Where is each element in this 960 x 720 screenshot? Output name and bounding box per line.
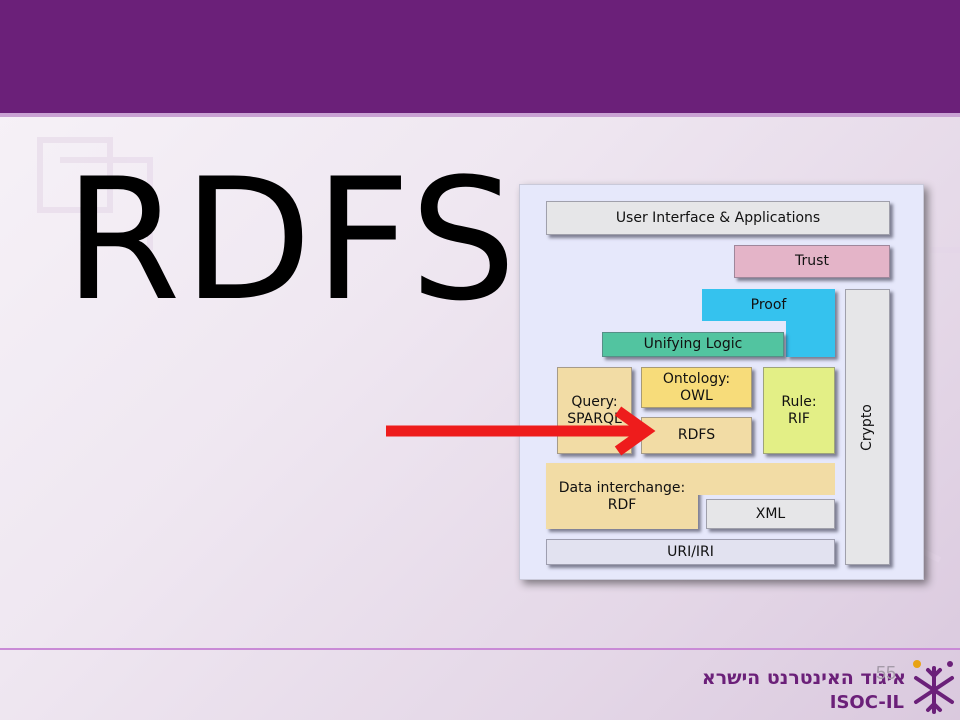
layer-trust: Trust (734, 245, 890, 278)
layer-rule: Rule: RIF (763, 367, 835, 454)
layer-data-interchange-label: Data interchange: RDF (546, 467, 698, 527)
logo-latin-text: ISOC-IL (829, 692, 904, 713)
layer-data-interchange (546, 463, 835, 495)
footer-divider (0, 648, 960, 650)
page-number: 55 (876, 663, 897, 683)
layer-unifying-logic: Unifying Logic (602, 332, 784, 357)
layer-rdfs: RDFS (641, 417, 752, 454)
layer-proof-label: Proof (750, 297, 787, 313)
layer-query: Query: SPARQL (557, 367, 632, 454)
logo-hebrew-text: איגוד האינטרנט הישראלי (702, 667, 906, 689)
layer-ontology-line2: OWL (680, 387, 713, 404)
layer-crypto: Crypto (845, 289, 890, 565)
layer-proof (702, 289, 835, 321)
layer-ontology: Ontology: OWL (641, 367, 752, 408)
layer-crypto-label: Crypto (859, 403, 876, 451)
layer-query-line1: Query: (571, 393, 618, 410)
slide-title: RDFS (64, 142, 519, 338)
header-bar (0, 0, 960, 117)
layer-query-line2: SPARQL (567, 410, 622, 427)
layer-rule-line1: Rule: (781, 393, 817, 410)
semantic-web-stack-diagram: User Interface & Applications Trust Proo… (519, 184, 924, 580)
isoc-logo-icon (913, 660, 954, 714)
layer-data-line1: Data interchange: (558, 480, 686, 496)
layer-uri-iri: URI/IRI (546, 539, 835, 565)
layer-user-interface: User Interface & Applications (546, 201, 890, 235)
layer-xml: XML (706, 499, 835, 529)
layer-data-line2: RDF (607, 497, 637, 513)
layer-rule-line2: RIF (788, 410, 810, 427)
layer-ontology-line1: Ontology: (662, 370, 731, 387)
